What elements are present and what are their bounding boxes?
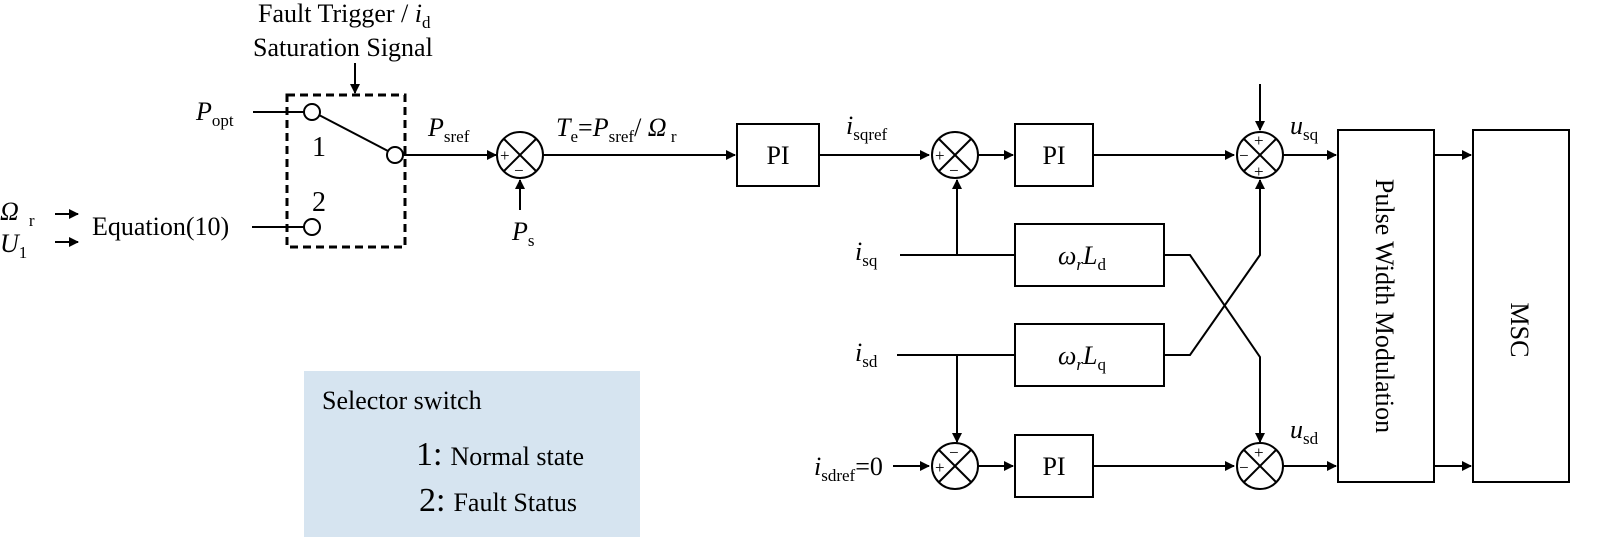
- wr-lq-block: [1014, 323, 1165, 387]
- u-sd-label: usd: [1290, 415, 1319, 448]
- u-sq-label: usq: [1290, 111, 1319, 144]
- svg-text:+: +: [935, 146, 945, 165]
- i-sdref-label: isdref=0: [814, 452, 883, 485]
- selector-switch-box: [285, 93, 407, 249]
- coupling-lq-to-usq: [1164, 179, 1265, 356]
- selector-switch-legend: Selector switch 1:Normal state 2:Fault S…: [304, 371, 640, 537]
- svg-text:−: −: [949, 161, 959, 180]
- svg-text:−: −: [1239, 458, 1249, 477]
- sum-junction-usd: − +: [1236, 442, 1284, 490]
- sum-junction-id: + −: [931, 442, 979, 490]
- svg-text:Saturation Signal: Saturation Signal: [253, 33, 433, 62]
- p-s-label: Ps: [511, 217, 535, 250]
- switch-pos-2: 2: [312, 187, 326, 218]
- msc-block: [1472, 129, 1570, 483]
- pi-block-id: [1014, 434, 1094, 498]
- svg-text:Pulse Width Modulation: Pulse Width Modulation: [1370, 179, 1399, 433]
- svg-text:−: −: [949, 443, 959, 462]
- equation-block-label: Equation(10): [92, 212, 229, 241]
- sum-junction-iq: + −: [931, 131, 979, 180]
- svg-text:−: −: [1239, 146, 1249, 165]
- svg-text:MSC: MSC: [1505, 303, 1534, 358]
- svg-text:+: +: [1254, 443, 1264, 462]
- svg-text:−: −: [514, 161, 524, 180]
- svg-text:+: +: [935, 458, 945, 477]
- svg-text:ωrLq: ωrLq: [1058, 341, 1106, 374]
- svg-text:PI: PI: [1042, 141, 1065, 170]
- pi-block-iq: [1014, 123, 1094, 187]
- pi-block-power: [736, 123, 820, 187]
- coupling-ld-to-usd: [1164, 254, 1265, 443]
- svg-text:1:Normal state: 1:Normal state: [416, 436, 584, 473]
- switch-output-contact: [386, 146, 404, 164]
- p-sref-label: Psref: [427, 113, 470, 146]
- svg-text:PI: PI: [766, 141, 789, 170]
- switch-contact-1: [303, 103, 321, 121]
- switch-pos-1: 1: [312, 132, 326, 163]
- sum-junction-power: + −: [496, 131, 544, 180]
- svg-text:2:Fault Status: 2:Fault Status: [419, 482, 577, 519]
- svg-text:+: +: [1254, 131, 1264, 150]
- i-sq-label: isq: [855, 237, 878, 270]
- pwm-block: [1337, 129, 1435, 483]
- fault-trigger-label: Fault Trigger / id Saturation Signal: [253, 0, 433, 62]
- switch-contact-2: [303, 218, 321, 236]
- svg-text:+: +: [500, 146, 510, 165]
- u1-label: U1: [0, 229, 27, 262]
- i-sqref-label: isqref: [846, 111, 888, 144]
- svg-text:Selector switch: Selector switch: [322, 386, 482, 415]
- svg-text:ωrLd: ωrLd: [1058, 241, 1106, 274]
- p-opt-label: Popt: [195, 97, 234, 130]
- svg-text:Fault Trigger / id: Fault Trigger / id: [258, 0, 431, 32]
- svg-text:+: +: [1254, 162, 1264, 181]
- i-sd-label: isd: [855, 338, 878, 371]
- switch-blade: [318, 114, 389, 152]
- wr-ld-block: [1014, 223, 1165, 287]
- sum-junction-usq: − + +: [1236, 131, 1284, 181]
- svg-text:PI: PI: [1042, 452, 1065, 481]
- torque-formula: Te=Psref/ Ω r: [556, 113, 677, 146]
